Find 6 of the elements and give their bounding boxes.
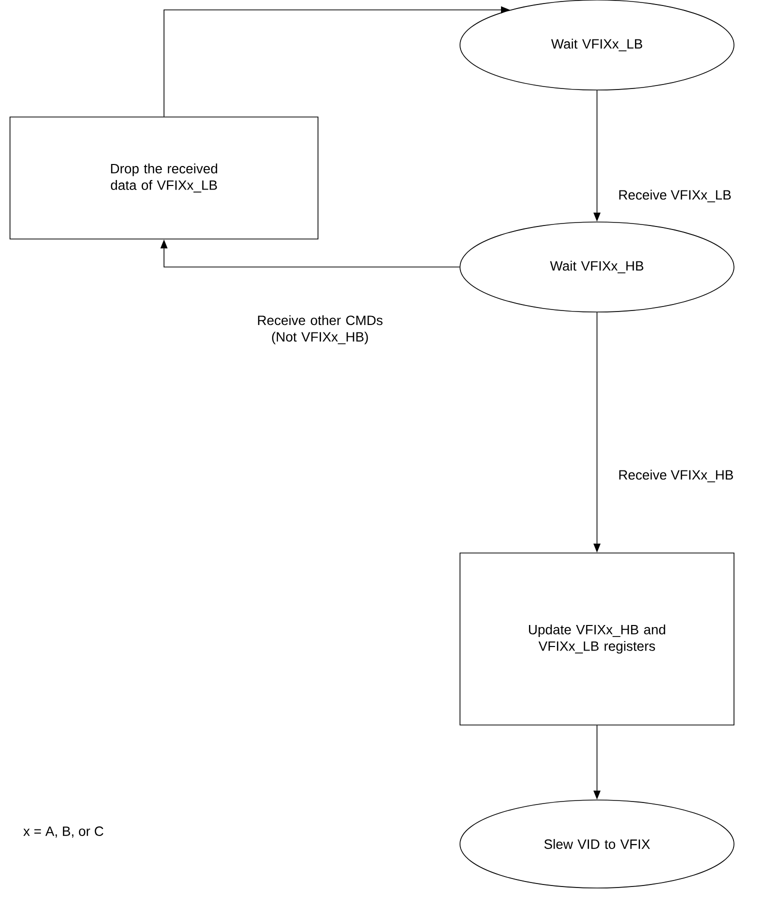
edge-label: Receive VFIXx_HB — [619, 470, 733, 482]
edge-label: Receive other CMDs (Not VFIXx_HB) — [258, 315, 382, 344]
process-box: Update VFIXx_HB and VFIXx_LB registers — [460, 552, 734, 726]
note: x = A, B, or C — [23, 826, 104, 838]
edge-label: Receive VFIXx_LB — [619, 190, 731, 202]
process-box: Drop the received data of VFIXx_LB — [10, 116, 318, 240]
